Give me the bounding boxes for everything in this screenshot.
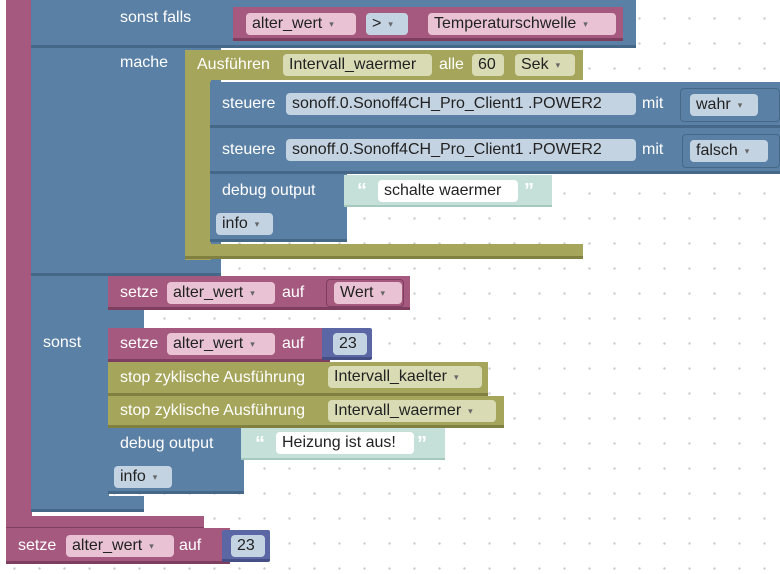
set-value-2[interactable]: 23 [333,333,367,355]
compare-right-var[interactable]: Temperaturschwelle▾ [428,13,616,35]
compare-left-var[interactable]: alter_wert▾ [246,13,356,35]
set-value-3[interactable]: 23 [231,535,265,557]
quote-open-icon: “ [357,180,367,202]
chevron-down-icon: ▾ [737,100,743,110]
sonst-falls-label: sonst falls [120,9,192,26]
debug-level-1[interactable]: info▾ [216,213,273,235]
chevron-down-icon: ▾ [388,19,393,29]
quote-close-icon: ” [524,180,534,202]
setze-label-1: setze [120,284,159,301]
chevron-down-icon: ▾ [555,60,561,70]
control-object-1[interactable]: sonoff.0.Sonoff4CH_Pro_Client1 .POWER2 [286,93,636,115]
debug-text-field-2[interactable]: Heizung ist aus! [276,432,414,454]
bool-value-2[interactable]: falsch▾ [690,140,768,162]
mit-label-2: mit [642,141,664,158]
mache-label: mache [120,54,169,71]
mache-row-end [31,262,221,276]
chevron-down-icon: ▾ [468,406,473,416]
bool-value-1[interactable]: wahr▾ [690,94,758,116]
if-else-block-bottom [31,496,144,512]
chevron-down-icon: ▾ [744,146,750,156]
steuere-label-1: steuere [222,95,276,112]
chevron-down-icon: ▾ [329,19,334,29]
stop-label-2: stop zyklische Ausführung [120,402,305,419]
chevron-down-icon: ▾ [152,472,158,482]
chevron-down-icon: ▾ [380,288,386,298]
interval-unit-dropdown[interactable]: Sek▾ [515,54,575,76]
debug-output-label-1: debug output [222,182,316,199]
alle-label: alle [439,56,464,73]
interval-block-body [185,50,211,260]
set-var-1[interactable]: alter_wert▾ [167,282,275,304]
debug-level-2[interactable]: info▾ [114,466,172,488]
sonst-label: sonst [43,334,82,351]
control-object-2[interactable]: sonoff.0.Sonoff4CH_Pro_Client1 .POWER2 [286,139,636,161]
interval-name-field[interactable]: Intervall_waermer [283,54,432,76]
auf-label-3: auf [179,537,202,554]
set-var-3[interactable]: alter_wert▾ [66,535,174,557]
auf-label-1: auf [282,284,305,301]
chevron-down-icon: ▾ [250,288,255,298]
stop-name-2[interactable]: Intervall_waermer▾ [328,400,496,422]
set-var-2[interactable]: alter_wert▾ [167,333,275,355]
chevron-down-icon: ▾ [254,219,260,229]
interval-every-field[interactable]: 60 [472,54,504,76]
chevron-down-icon: ▾ [250,339,255,349]
stop-name-1[interactable]: Intervall_kaelter▾ [328,366,482,388]
steuere-label-2: steuere [222,141,276,158]
quote-open-icon: “ [255,433,265,455]
chevron-down-icon: ▾ [453,372,459,382]
ausfuehren-label: Ausführen [197,56,270,73]
set-value-1[interactable]: Wert▾ [334,282,402,304]
debug-output-label-2: debug output [120,435,214,452]
stop-label-1: stop zyklische Ausführung [120,369,305,386]
mit-label-1: mit [642,95,664,112]
interval-block-bottom [185,244,583,259]
setze-label-3: setze [18,537,57,554]
chevron-down-icon: ▾ [583,19,588,29]
chevron-down-icon: ▾ [149,541,154,551]
debug-block-1[interactable] [210,174,347,242]
if-block-outer[interactable] [6,0,32,530]
quote-close-icon: ” [417,433,427,455]
debug-text-field-1[interactable]: schalte waermer [378,180,518,202]
compare-operator[interactable]: >▾ [366,13,408,35]
setze-label-2: setze [120,335,159,352]
sonst-row-arm [31,310,144,328]
auf-label-2: auf [282,335,305,352]
